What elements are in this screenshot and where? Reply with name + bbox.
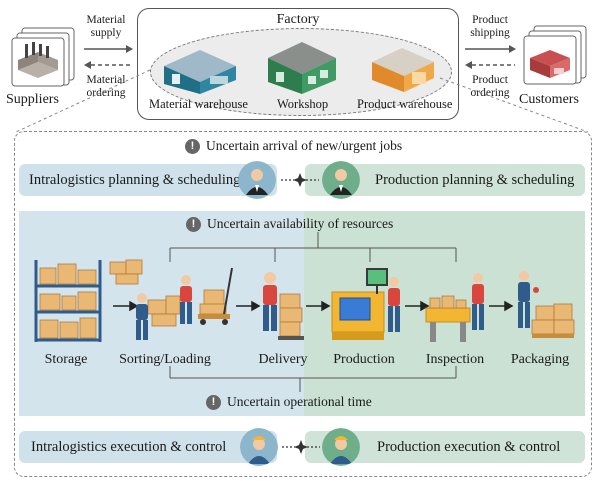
storage-rack-icon [34, 260, 102, 342]
stage-delivery: Delivery [258, 352, 308, 367]
customer-store-icon [523, 25, 587, 85]
product-shipping-label: Product shipping [470, 14, 510, 39]
material-supply-label: Material supply [86, 14, 126, 39]
intralogistics-execution-label: Intralogistics execution & control [31, 439, 227, 455]
stage-sorting-loading: Sorting/Loading [119, 352, 211, 367]
workshop-label: Workshop [277, 97, 329, 111]
material-warehouse-icon [164, 50, 236, 94]
stage-production: Production [333, 352, 395, 367]
intralogistics-operator-avatar-icon [240, 428, 278, 466]
delivery-worker-icon [263, 272, 304, 340]
customers-label: Customers [519, 92, 579, 107]
production-operator-avatar-icon [322, 428, 360, 466]
packaging-icon [518, 271, 575, 338]
warning-icon: ! [185, 138, 200, 154]
product-shipping-arrow [465, 45, 516, 53]
stage-packaging: Packaging [510, 352, 570, 367]
planning-link-icon [281, 173, 319, 187]
resources-uncertainty: ! Uncertain availability of resources [186, 216, 393, 232]
production-machine-icon [331, 268, 400, 340]
stage-storage: Storage [44, 352, 88, 367]
stage-inspection: Inspection [425, 352, 485, 367]
suppliers-label: Suppliers [6, 92, 59, 107]
production-execution-label: Production execution & control [377, 439, 561, 455]
product-ordering-label: Product ordering [470, 74, 510, 99]
warning-icon: ! [206, 394, 221, 410]
material-ordering-label: Material ordering [86, 74, 126, 99]
product-warehouse-label: Product warehouse [357, 97, 453, 111]
new-jobs-uncertainty: ! Uncertain arrival of new/urgent jobs [185, 138, 402, 154]
material-supply-arrow [84, 45, 133, 53]
product-warehouse-icon [372, 48, 434, 92]
planner-avatar-icon [238, 161, 276, 199]
intralogistics-planning-label: Intralogistics planning & scheduling [29, 172, 241, 188]
warning-icon: ! [186, 216, 201, 232]
factory-title: Factory [276, 12, 320, 27]
operations-frame [14, 131, 592, 477]
execution-link-icon [282, 440, 320, 454]
intralogistics-execution-band: Intralogistics execution & control [19, 431, 277, 463]
production-planning-label: Production planning & scheduling [375, 172, 575, 188]
material-warehouse-label: Material warehouse [149, 97, 248, 111]
material-ordering-arrow [84, 61, 132, 69]
operational-time-uncertainty: ! Uncertain operational time [206, 394, 372, 410]
supplier-factory-icon [11, 27, 75, 87]
product-ordering-arrow [465, 61, 515, 69]
intralogistics-planning-band: Intralogistics planning & scheduling [19, 164, 277, 196]
production-planner-avatar-icon [322, 161, 360, 199]
sorting-loading-icon [109, 259, 233, 340]
workshop-icon [268, 42, 336, 94]
inspection-conveyor-icon [425, 273, 484, 342]
connector-lines [15, 69, 589, 133]
